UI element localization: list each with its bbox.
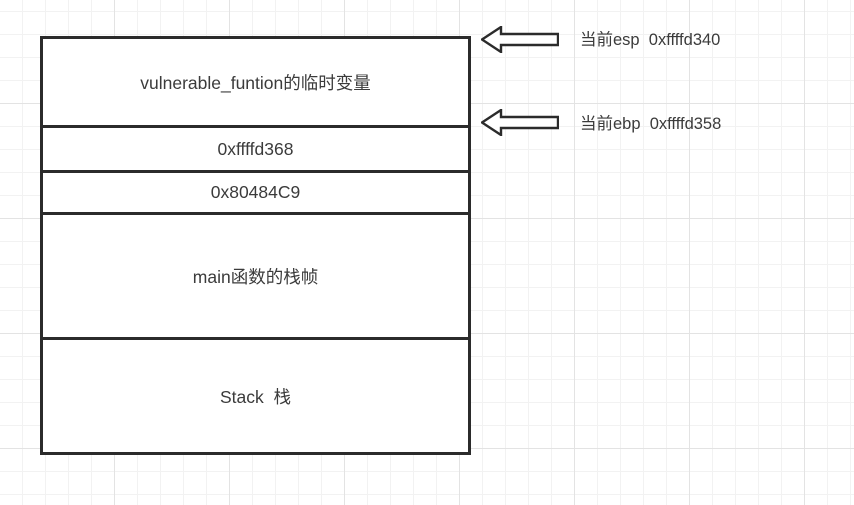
stack-cell-return-addr: 0x80484C9: [43, 173, 468, 215]
pointer-label-ebp: 当前ebp 0xffffd358: [580, 115, 722, 133]
left-arrow-icon-ebp: [481, 109, 559, 136]
pointer-label-esp: 当前esp 0xffffd340: [580, 31, 721, 49]
stack-cell-temp-vars: vulnerable_funtion的临时变量: [43, 39, 468, 128]
left-arrow-icon-esp: [481, 26, 559, 53]
stack-cell-stack-base: Stack 栈: [220, 386, 291, 407]
stack-cell-main-frame: main函数的栈帧: [43, 215, 468, 340]
stack-cell-saved-ebp: 0xffffd368: [43, 128, 468, 173]
stack-diagram-box: vulnerable_funtion的临时变量 0xffffd368 0x804…: [40, 36, 471, 455]
